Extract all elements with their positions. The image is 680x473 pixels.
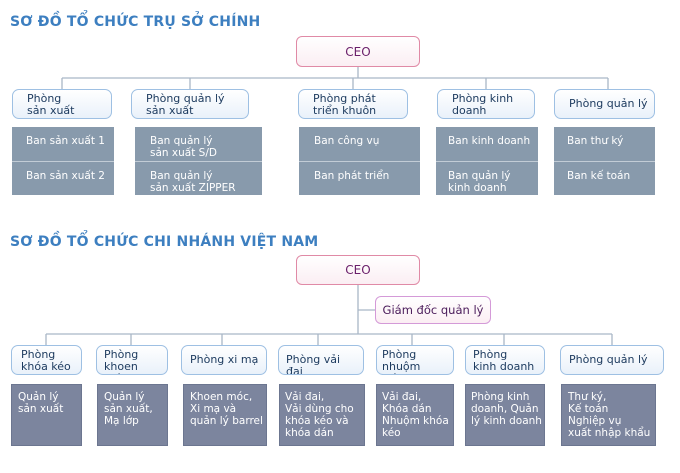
hq-dept-production: Phòng sản xuất (12, 89, 112, 119)
branch-dept-hooks-label: Phòng khoen móc (104, 348, 139, 375)
hq-unit-divider (299, 161, 420, 162)
hq-unit-sales: Ban kinh doanh (448, 135, 531, 147)
branch-dept-sales-label: Phòng kinh doanh (473, 348, 535, 373)
branch-ceo-box: CEO (296, 255, 420, 285)
hq-dept-production-management-label: Phòng quản lý sản xuất (146, 92, 225, 117)
branch-dept-zipper-label: Phòng khóa kéo (21, 348, 71, 373)
hq-unit-production-management-sd: Ban quản lý sản xuất S/D (150, 135, 217, 159)
branch-duties-dyeing (376, 384, 454, 446)
branch-duties-webbing-text: Vải đai, Vải dùng cho khóa kéo và khóa d… (285, 391, 354, 439)
branch-duties-zipper (11, 384, 82, 446)
branch-dept-administration: Phòng quản lý (560, 345, 664, 375)
hq-unit-production-management-zipper: Ban quản lý sản xuất ZIPPER (150, 170, 236, 194)
branch-dept-plating: Phòng xi mạ (181, 345, 267, 375)
branch-duties-hooks (97, 384, 168, 446)
hq-chart-title: SƠ ĐỒ TỔ CHỨC TRỤ SỞ CHÍNH (10, 14, 261, 30)
branch-duties-administration (561, 384, 656, 446)
branch-duties-webbing (279, 384, 365, 446)
branch-duties-plating (183, 384, 267, 446)
hq-unit-secretary: Ban thư ký (567, 135, 624, 147)
branch-dept-administration-label: Phòng quản lý (569, 353, 648, 366)
hq-unit-divider (135, 161, 262, 162)
hq-dept-administration: Phòng quản lý (554, 89, 655, 119)
branch-dept-zipper: Phòng khóa kéo (11, 345, 82, 375)
branch-duties-dyeing-text: Vải đai, Khóa dán Nhuộm khóa kéo (382, 391, 449, 439)
hq-unit-divider (12, 161, 114, 162)
hq-dept-sales-label: Phòng kinh doanh (452, 92, 514, 117)
hq-unit-sales-management: Ban quản lý kinh doanh (448, 170, 511, 194)
branch-dept-hooks: Phòng khoen móc (96, 345, 168, 375)
branch-dept-webbing-label: Phòng vải đai (286, 353, 341, 375)
hq-unit-public-affairs: Ban công vụ (314, 135, 380, 147)
hq-dept-production-management: Phòng quản lý sản xuất (131, 89, 249, 119)
branch-dept-sales: Phòng kinh doanh (465, 345, 545, 375)
branch-duties-zipper-text: Quản lý sản xuất (18, 391, 64, 415)
branch-manager-box: Giám đốc quản lý (375, 296, 491, 324)
hq-unit-development: Ban phát triển (314, 170, 390, 182)
hq-dept-mold-development-label: Phòng phát triển khuôn (313, 92, 377, 117)
branch-duties-sales (465, 384, 545, 446)
hq-dept-sales: Phòng kinh doanh (437, 89, 535, 119)
branch-duties-sales-text: Phòng kinh doanh, Quản lý kinh doanh (471, 391, 542, 427)
hq-unit-production-2: Ban sản xuất 2 (26, 170, 105, 182)
branch-duties-hooks-text: Quản lý sản xuất, Mạ lớp (104, 391, 153, 427)
branch-dept-dyeing: Phòng nhuộm màu (376, 345, 454, 375)
hq-unit-divider (436, 161, 538, 162)
hq-unit-production-1: Ban sản xuất 1 (26, 135, 105, 147)
branch-dept-webbing: Phòng vải đai (278, 345, 364, 375)
branch-chart-title: SƠ ĐỒ TỔ CHỨC CHI NHÁNH VIỆT NAM (10, 234, 319, 250)
branch-duties-administration-text: Thư ký, Kế toán Nghiệp vụ xuất nhập khẩu (568, 391, 651, 439)
hq-unit-divider (554, 161, 655, 162)
hq-ceo-box: CEO (296, 36, 420, 67)
hq-dept-production-label: Phòng sản xuất (27, 92, 75, 117)
branch-dept-plating-label: Phòng xi mạ (190, 353, 259, 366)
branch-dept-dyeing-label: Phòng nhuộm màu (382, 348, 421, 375)
hq-unit-accounting: Ban kế toán (567, 170, 631, 182)
hq-dept-mold-development: Phòng phát triển khuôn (298, 89, 408, 119)
branch-duties-plating-text: Khoen móc, Xi mạ và quản lý barrel (190, 391, 263, 427)
hq-dept-administration-label: Phòng quản lý (569, 97, 648, 110)
